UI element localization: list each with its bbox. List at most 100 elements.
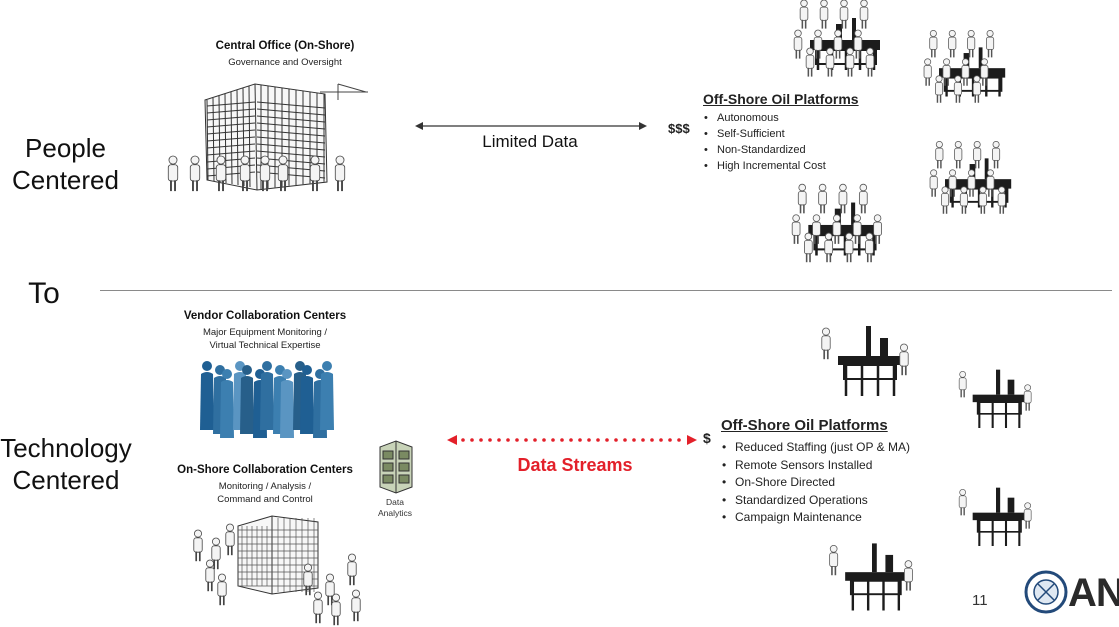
- data-streams-arrow: [447, 435, 697, 445]
- person-figure: [865, 232, 874, 263]
- bottom-bullet-remote-sensors: Remote Sensors Installed: [722, 457, 910, 475]
- person-figure: [953, 75, 962, 103]
- crowded-platform-icon: [791, 183, 882, 263]
- person-figure: [220, 369, 234, 438]
- person-figure: [791, 214, 801, 244]
- vendor-centers-title: Vendor Collaboration Centers: [183, 310, 347, 322]
- sparse-platform-icon: [958, 369, 1032, 428]
- bottom-platform-bullets: Reduced Staffing (just OP & MA) Remote S…: [722, 439, 910, 527]
- person-figure: [277, 155, 289, 192]
- person-figure: [859, 0, 869, 29]
- top-bullet-high-cost: High Incremental Cost: [704, 158, 826, 174]
- person-figure: [303, 563, 313, 596]
- crowded-platform-icon: [793, 0, 880, 77]
- bottom-bullet-standardized: Standardized Operations: [722, 492, 910, 510]
- top-platform-bullets: Autonomous Self-Sufficient Non-Standardi…: [704, 110, 826, 174]
- person-figure: [347, 553, 357, 586]
- person-figure: [803, 232, 813, 263]
- person-figure: [167, 155, 179, 192]
- person-figure: [954, 140, 963, 169]
- person-figure: [832, 214, 842, 244]
- person-figure: [942, 58, 951, 86]
- central-office-people-icon: [167, 155, 346, 192]
- bottom-bullet-reduced-staffing: Reduced Staffing (just OP & MA): [722, 439, 910, 457]
- person-figure: [967, 169, 976, 197]
- person-figure: [829, 544, 839, 576]
- person-figure: [260, 361, 274, 430]
- person-figure: [858, 183, 868, 214]
- person-figure: [259, 155, 271, 192]
- bottom-bullet-campaign-maintenance: Campaign Maintenance: [722, 509, 910, 527]
- person-figure: [992, 140, 1001, 169]
- person-figure: [189, 155, 201, 192]
- section-divider: [100, 290, 1112, 291]
- sparse-platform-icon: [958, 487, 1032, 546]
- central-office-title: Central Office (On-Shore): [215, 40, 355, 52]
- data-analytics-line2: Analytics: [377, 508, 412, 518]
- person-figure: [818, 183, 827, 214]
- person-figure: [940, 186, 950, 214]
- person-figure: [334, 155, 346, 192]
- page-number: 11: [972, 592, 988, 609]
- crowded-platform-icon: [929, 140, 1012, 214]
- person-figure: [215, 155, 227, 192]
- technology-centered-label: Technology Centered: [0, 432, 136, 496]
- ans-logo-text: ANS: [1068, 571, 1119, 615]
- person-figure: [986, 29, 995, 58]
- vendor-centers-sub2: Virtual Technical Expertise: [209, 340, 321, 351]
- to-label: To: [28, 277, 60, 310]
- person-figure: [972, 75, 981, 103]
- central-office-subtitle: Governance and Oversight: [228, 57, 342, 68]
- top-bullet-autonomous: Autonomous: [704, 110, 826, 126]
- onshore-centers-sub2: Command and Control: [217, 494, 313, 505]
- sparse-platform-icon: [829, 543, 913, 611]
- person-figure: [833, 29, 843, 59]
- onshore-people-icon: [193, 523, 361, 626]
- person-figure: [797, 183, 807, 214]
- person-figure: [225, 523, 235, 556]
- person-figure: [973, 140, 982, 169]
- person-figure: [280, 369, 294, 438]
- person-figure: [948, 29, 957, 58]
- person-figure: [997, 186, 1006, 214]
- crowded-platform-icon: [923, 29, 1006, 103]
- top-bullet-non-standardized: Non-Standardized: [704, 142, 826, 158]
- person-figure: [899, 343, 909, 376]
- person-figure: [929, 29, 938, 58]
- person-figure: [331, 593, 341, 626]
- vendor-crowd-icon: [200, 361, 334, 438]
- person-figure: [923, 58, 932, 86]
- person-figure: [852, 214, 862, 244]
- bottom-platforms-title: Off-Shore Oil Platforms: [721, 417, 888, 434]
- server-rack-icon: [379, 440, 413, 494]
- person-figure: [819, 0, 829, 29]
- person-figure: [200, 361, 214, 430]
- person-figure: [211, 537, 221, 570]
- person-figure: [239, 155, 251, 192]
- person-figure: [821, 327, 831, 360]
- person-figure: [980, 58, 989, 86]
- person-figure: [986, 169, 995, 197]
- person-figure: [205, 559, 215, 592]
- person-figure: [1023, 502, 1032, 529]
- people-label-line1: People: [25, 133, 106, 163]
- person-figure: [967, 29, 976, 58]
- tech-label-line1: Technology: [0, 433, 132, 463]
- person-figure: [300, 365, 314, 434]
- data-streams-label: Data Streams: [517, 455, 633, 475]
- ans-seal-icon: [1024, 570, 1068, 614]
- bottom-cost-symbol: $: [703, 430, 711, 446]
- data-analytics-line1: Data: [386, 497, 404, 507]
- person-figure: [844, 232, 854, 263]
- person-figure: [948, 169, 957, 197]
- person-figure: [813, 29, 823, 59]
- person-figure: [325, 573, 335, 606]
- crane-icon: [320, 83, 368, 100]
- person-figure: [320, 361, 334, 430]
- person-figure: [217, 573, 227, 606]
- limited-data-arrow: [415, 122, 647, 130]
- data-analytics-label: Data Analytics: [370, 497, 420, 519]
- person-figure: [793, 29, 803, 59]
- limited-data-label: Limited Data: [482, 132, 578, 151]
- person-figure: [935, 140, 944, 169]
